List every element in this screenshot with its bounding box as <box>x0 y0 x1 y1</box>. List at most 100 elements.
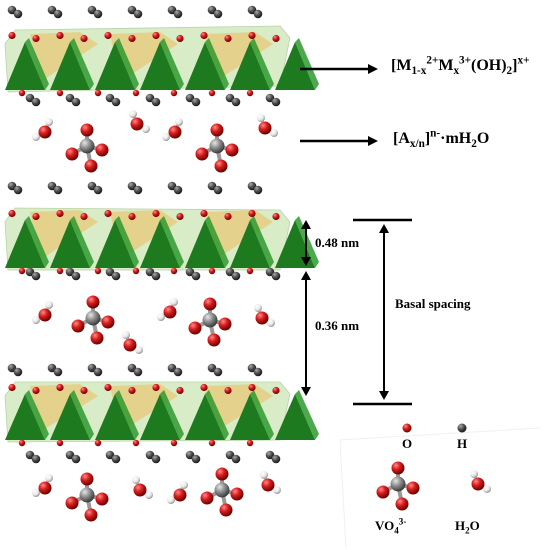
octahedron-face <box>140 394 180 440</box>
water-molecule <box>32 474 53 497</box>
water-molecule <box>122 331 143 354</box>
oxygen-atom <box>246 439 254 447</box>
hydrogen-atom <box>45 118 53 126</box>
oxygen-atom <box>219 503 233 517</box>
hydrogen-atom <box>13 367 23 377</box>
oxygen-atom <box>203 297 217 311</box>
oxygen-atom <box>130 117 144 131</box>
octahedron-side <box>25 390 49 440</box>
vanadium-atom <box>202 312 218 328</box>
oxygen-atom <box>132 439 140 447</box>
vanadate-ion <box>71 295 115 345</box>
hydrogen-atom <box>135 346 143 354</box>
water-molecule <box>129 110 150 133</box>
oxygen-atom <box>71 319 85 333</box>
oxygen-atom <box>406 481 420 495</box>
oxygen-atom <box>133 483 147 497</box>
hydrogen-atom <box>111 97 121 107</box>
hydrogen-atom <box>151 97 161 107</box>
octahedron-face <box>275 42 315 90</box>
oxygen-atom <box>261 478 275 492</box>
octahedron-side <box>115 38 139 90</box>
oxygen-atom <box>152 31 160 40</box>
oxygen-atom <box>94 89 102 97</box>
hydrogen-atom <box>31 271 41 281</box>
oxygen-atom <box>152 383 160 392</box>
oxygen-atom <box>18 89 26 97</box>
oxygen-atom <box>56 89 64 97</box>
hydrogen-atom <box>53 367 63 377</box>
vanadium-atom <box>209 138 225 154</box>
hydrogen-atom <box>170 298 178 306</box>
oxygen-atom <box>246 267 254 275</box>
oxygen-atom <box>101 315 115 329</box>
oxygen-atom <box>248 383 256 392</box>
oxygen-atom <box>224 386 232 395</box>
octahedron-side <box>70 216 94 268</box>
hydrogen-atom <box>162 133 170 141</box>
vanadate-ion <box>195 123 239 173</box>
oxygen-atom <box>80 123 94 137</box>
oxygen-atom <box>471 477 485 491</box>
hydrogen-atom <box>253 367 263 377</box>
octahedron-side <box>160 38 184 90</box>
water-molecule <box>162 118 183 141</box>
oxygen-atom <box>128 34 136 43</box>
hydrogen-atom <box>45 301 53 309</box>
oxygen-atom <box>94 267 102 275</box>
hydrogen-atom <box>142 125 150 133</box>
oxygen-atom <box>188 321 202 335</box>
water-molecule <box>254 304 275 327</box>
oxygen-atom <box>84 159 98 173</box>
octahedron-face <box>95 394 135 440</box>
oxygen-atom <box>170 89 178 97</box>
octahedron-face <box>140 220 180 268</box>
hydrogen-atom <box>213 367 223 377</box>
hydrogen-atom <box>111 271 121 281</box>
oxygen-atom <box>225 143 239 157</box>
octahedron-face <box>50 220 90 268</box>
oxygen-atom <box>208 267 216 275</box>
hydrogen-atom <box>231 454 241 464</box>
hydrogen-atom <box>32 133 40 141</box>
hydrogen-atom <box>151 271 161 281</box>
hydrogen-atom <box>191 454 201 464</box>
legend-h2o-label: H2O <box>455 518 480 536</box>
octahedron-face <box>5 42 45 90</box>
octahedron-face <box>185 42 225 90</box>
vanadium-atom <box>85 310 101 326</box>
oxygen-atom <box>224 34 232 43</box>
hydrogen-atom <box>270 129 278 137</box>
oxygen-atom <box>168 125 182 139</box>
oxygen-atom <box>123 338 137 352</box>
layer-arrowhead <box>368 64 378 74</box>
hydrogen-atom <box>173 367 183 377</box>
basal-spacing-label: Basal spacing <box>395 296 471 311</box>
hydrogen-atom <box>483 485 491 493</box>
hydrogen-atom <box>133 9 143 19</box>
octahedron-side <box>250 216 274 268</box>
oxygen-atom <box>32 34 40 43</box>
hydrogen-atom <box>71 271 81 281</box>
dim-048-head-down <box>301 257 311 266</box>
oxygen-atom <box>248 209 256 218</box>
hydrogen-atom <box>93 367 103 377</box>
water-molecule <box>470 470 491 493</box>
basal-head-down <box>379 391 389 400</box>
octahedron-face <box>185 220 225 268</box>
oxygen-atom <box>163 305 177 319</box>
oxygen-atom <box>224 212 232 221</box>
oxygen-atom <box>18 267 26 275</box>
vanadium-atom <box>79 138 95 154</box>
hydrogen-atom <box>45 474 53 482</box>
hydrogen-atom <box>13 9 23 19</box>
oxygen-atom <box>8 31 16 40</box>
octahedron-side <box>205 390 229 440</box>
oxygen-atom <box>8 209 16 218</box>
interlayer-dots <box>7 5 281 464</box>
water-molecule <box>167 481 188 504</box>
octahedron-side <box>205 216 229 268</box>
hydrogen-atom <box>191 271 201 281</box>
hydrogen-atom <box>253 9 263 19</box>
interlayer-formula: [Ax/n]n-·mH2O <box>393 127 490 151</box>
